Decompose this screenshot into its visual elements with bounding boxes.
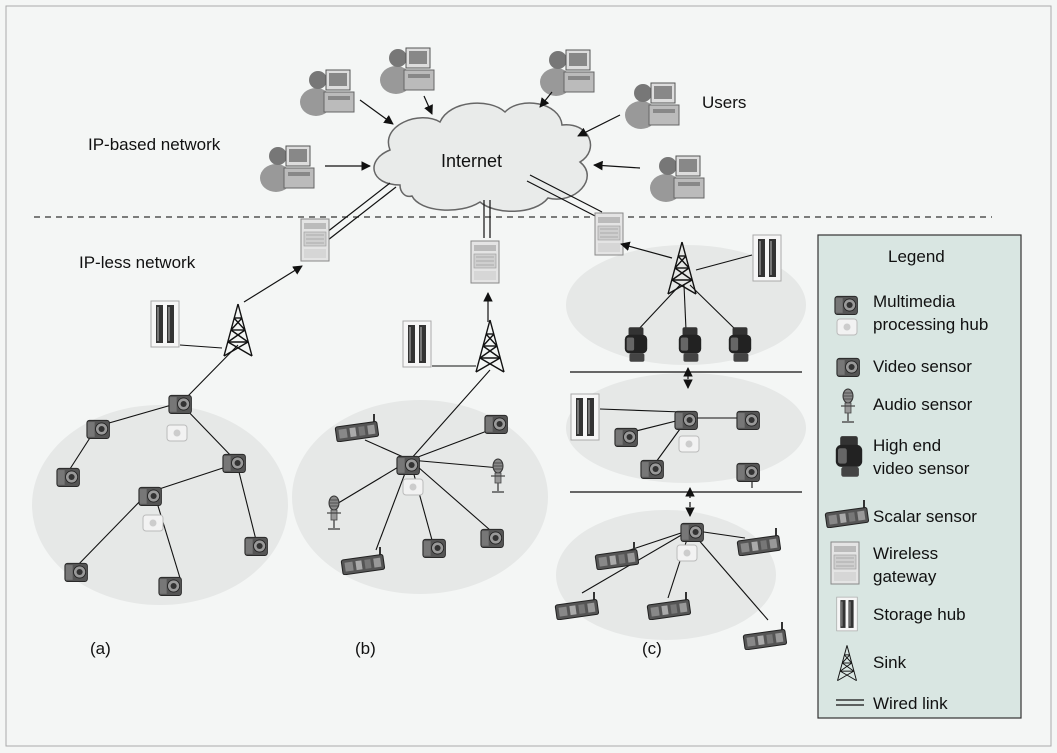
video-sensor — [244, 536, 268, 556]
video-sensor — [168, 394, 192, 414]
legend: Legend Multimedia processing hub Video s… — [817, 234, 1022, 719]
video-sensor — [736, 462, 760, 482]
legend-hub-line1: Multimedia — [873, 292, 956, 311]
video-sensor — [736, 410, 760, 430]
gateway-a — [300, 218, 330, 262]
legend-title: Legend — [888, 247, 945, 266]
storage-hub-icon — [836, 596, 858, 632]
legend-highend-line2: video sensor — [873, 459, 970, 478]
internet-label: Internet — [441, 151, 502, 171]
legend-gateway-line2: gateway — [873, 567, 937, 586]
legend-video: Video sensor — [873, 357, 972, 376]
network-a — [56, 265, 303, 596]
figure-frame — [5, 5, 1052, 747]
cluster-c3 — [556, 510, 776, 640]
legend-highend-line1: High end — [873, 436, 941, 455]
ip-based-network-label: IP-based network — [88, 135, 221, 154]
legend-audio: Audio sensor — [873, 395, 973, 414]
users-label: Users — [702, 93, 746, 112]
wired-links — [321, 174, 603, 241]
ip-less-network-label: IP-less network — [79, 253, 196, 272]
user-icon — [379, 47, 435, 95]
sink-icon — [475, 319, 505, 373]
internet-cloud: Internet — [373, 102, 592, 212]
video-sensor-icon — [836, 357, 860, 377]
video-sensor — [484, 414, 508, 434]
legend-scalar: Scalar sensor — [873, 507, 977, 526]
network-b — [326, 292, 508, 575]
video-sensor — [222, 453, 246, 473]
user-icon — [539, 49, 595, 97]
gateway-b — [470, 240, 500, 284]
hub-box — [166, 424, 188, 442]
user-icon — [649, 155, 705, 203]
gateway-c — [594, 212, 624, 256]
storage-hub — [752, 234, 782, 282]
video-sensor — [56, 467, 80, 487]
user-icon — [624, 82, 680, 130]
sink-icon — [223, 303, 253, 357]
video-sensor — [640, 459, 664, 479]
wireless-gateway-icon — [830, 541, 860, 585]
wired-link-icon — [836, 699, 864, 706]
hub-box — [142, 514, 164, 532]
subfigure-label-b: (b) — [355, 639, 376, 658]
subfigure-label-c: (c) — [642, 639, 662, 658]
legend-wired: Wired link — [873, 694, 948, 713]
multimedia-hub-icon — [834, 295, 858, 315]
legend-storage: Storage hub — [873, 605, 966, 624]
legend-hub-line2: processing hub — [873, 315, 988, 334]
video-sensor — [158, 576, 182, 596]
video-sensor — [480, 528, 504, 548]
hub-box — [402, 478, 424, 496]
storage-hub — [570, 393, 600, 441]
video-sensor — [680, 522, 704, 542]
network-c — [554, 234, 802, 650]
storage-hub — [402, 320, 432, 368]
user-icon — [299, 69, 355, 117]
video-sensor — [422, 538, 446, 558]
legend-gateway-line1: Wireless — [873, 544, 938, 563]
video-sensor — [64, 562, 88, 582]
multimedia-hub-box-icon — [836, 318, 858, 336]
video-sensor — [138, 486, 162, 506]
hub-box — [678, 435, 700, 453]
storage-hub — [150, 300, 180, 348]
video-sensor — [396, 455, 420, 475]
user-icon — [259, 145, 315, 193]
legend-sink: Sink — [873, 653, 907, 672]
user-arrows — [325, 91, 641, 171]
video-sensor — [614, 427, 638, 447]
video-sensor — [674, 410, 698, 430]
video-sensor — [86, 419, 110, 439]
scalar-sensor — [742, 621, 788, 650]
subfigure-label-a: (a) — [90, 639, 111, 658]
hub-box — [676, 544, 698, 562]
